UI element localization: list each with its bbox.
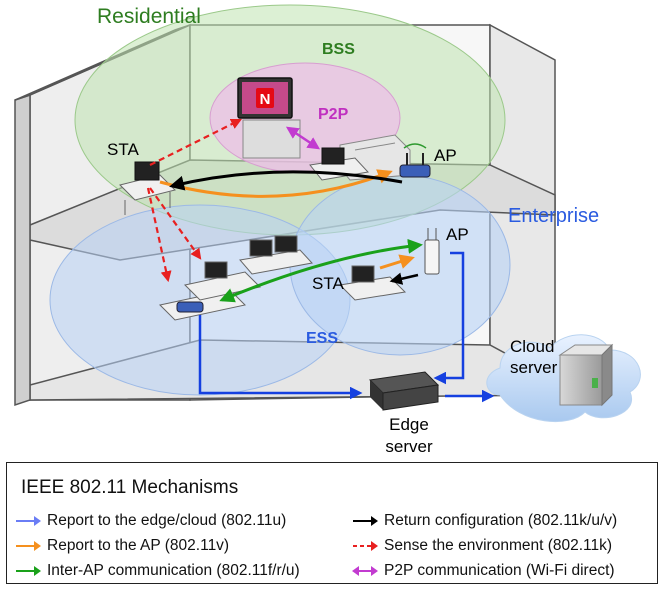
arrow-inter-ap	[219, 238, 423, 303]
cloud-server-icon	[558, 343, 614, 407]
label-residential: Residential	[97, 5, 201, 28]
netflix-logo-text: N	[260, 91, 271, 108]
arrows-sense-environment	[146, 119, 242, 283]
legend-item-return-config: Return configuration (802.11k/u/v)	[352, 512, 617, 530]
label-ap-top: AP	[434, 146, 457, 165]
label-ap-enterprise: AP	[446, 225, 469, 244]
magenta-double-arrow-icon	[352, 565, 378, 576]
netflix-icon	[256, 88, 274, 108]
legend-item-sense-env: Sense the environment (802.11k)	[352, 537, 612, 555]
legend-item-edge-cloud: Report to the edge/cloud (802.11u)	[15, 512, 286, 530]
legend-text-sense-env: Sense the environment (802.11k)	[384, 537, 613, 554]
legend-title: IEEE 802.11 Mechanisms	[21, 477, 239, 498]
label-bss: BSS	[322, 41, 355, 58]
legend-text-p2p: P2P communication (Wi-Fi direct)	[384, 562, 615, 579]
legend-item-report-ap: Report to the AP (802.11v)	[15, 537, 229, 555]
label-enterprise: Enterprise	[508, 205, 600, 227]
orange-arrow-icon	[16, 540, 41, 551]
green-arrow-icon	[16, 565, 41, 576]
black-arrow-icon	[353, 515, 378, 526]
legend-text-return-config: Return configuration (802.11k/u/v)	[384, 512, 618, 529]
label-edge-server: Edge server	[385, 415, 433, 457]
legend-text-inter-ap: Inter-AP communication (802.11f/r/u)	[47, 562, 300, 579]
ap-router-top	[399, 143, 431, 178]
legend-item-inter-ap: Inter-AP communication (802.11f/r/u)	[15, 562, 300, 580]
legend: IEEE 802.11 Mechanisms Report to the edg…	[6, 462, 658, 584]
edge-server-icon	[368, 371, 440, 411]
arrows-report-edge-cloud	[198, 251, 495, 403]
legend-text-edge-cloud: Report to the edge/cloud (802.11u)	[47, 512, 287, 529]
ap-router-enterprise-left	[176, 301, 204, 313]
label-ess: ESS	[306, 330, 339, 347]
arrow-report-to-ap-top	[159, 169, 393, 198]
tv: N	[237, 77, 301, 159]
red-dashed-arrow-icon	[353, 540, 378, 551]
legend-item-p2p: P2P communication (Wi-Fi direct)	[352, 562, 615, 580]
blue-arrow-icon	[16, 515, 41, 526]
label-cloud-server: Cloud server	[510, 337, 558, 378]
arrow-p2p	[285, 126, 321, 150]
label-p2p: P2P	[318, 106, 349, 123]
legend-text-report-ap: Report to the AP (802.11v)	[47, 537, 230, 554]
label-sta-top: STA	[107, 140, 139, 159]
ap-enterprise-right	[424, 228, 440, 275]
label-sta-enterprise: STA	[312, 274, 344, 293]
arrow-return-config-top	[169, 170, 403, 191]
